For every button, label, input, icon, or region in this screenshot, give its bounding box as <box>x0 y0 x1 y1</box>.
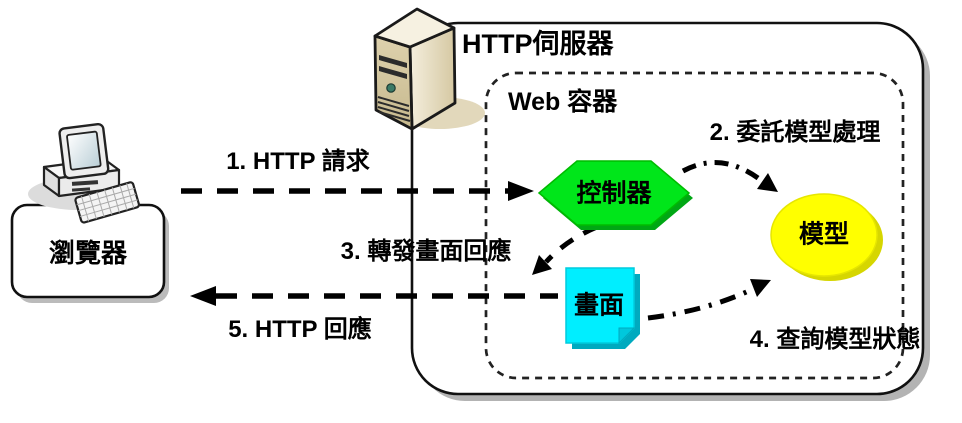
arrowhead-upright-icon <box>750 279 771 297</box>
controller-hexagon <box>537 160 691 226</box>
arrowhead-right-icon <box>508 181 534 201</box>
controller-label: 控制器 <box>576 179 652 208</box>
http-server-label: HTTP伺服器 <box>462 29 614 59</box>
controller-node <box>537 160 693 230</box>
step1-label: 1. HTTP 請求 <box>226 148 370 175</box>
arrowhead-downleft-icon <box>532 255 552 275</box>
server-tower-icon <box>373 7 485 131</box>
arrow-query-model <box>647 279 771 321</box>
view-label: 畫面 <box>573 291 625 320</box>
browser-node <box>10 203 169 303</box>
model-node <box>770 193 883 281</box>
desktop-computer-icon <box>28 123 141 224</box>
arrow-http-request <box>181 181 534 201</box>
web-container-label: Web 容器 <box>508 88 618 116</box>
browser-label: 瀏覽器 <box>48 238 128 268</box>
view-note-fold-icon <box>618 327 636 345</box>
step3-label: 3. 轉發畫面回應 <box>340 238 512 265</box>
view-node <box>565 267 640 349</box>
model-label: 模型 <box>798 220 850 249</box>
step2-label: 2. 委託模型處理 <box>709 119 881 146</box>
arrow-http-response <box>190 286 558 306</box>
arrowhead-left-icon <box>190 286 216 306</box>
arrow-delegate-model <box>681 160 778 192</box>
step5-label: 5. HTTP 回應 <box>228 316 372 343</box>
web-container-box <box>484 71 905 380</box>
arrowhead-downright-icon <box>757 173 778 192</box>
step4-label: 4. 查詢模型狀態 <box>749 326 921 353</box>
model-ellipse <box>770 193 878 277</box>
